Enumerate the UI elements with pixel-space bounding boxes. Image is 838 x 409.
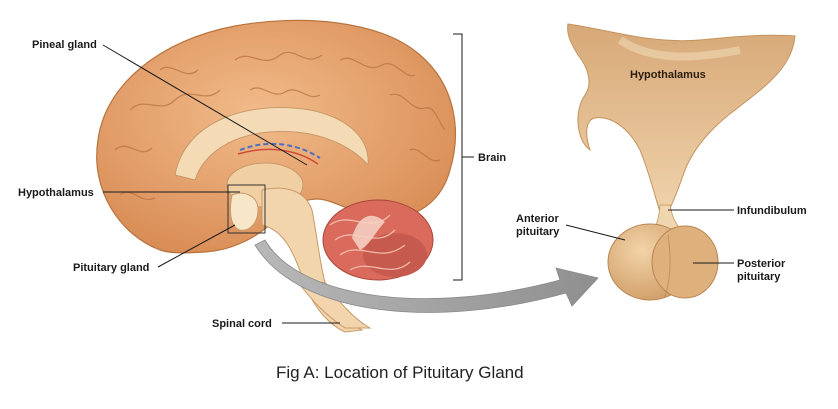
pituitary-gland-leader	[157, 224, 236, 268]
pituitary-highlight-box	[227, 184, 266, 234]
brain-bracket	[453, 33, 474, 281]
anterior-pituitary-leader	[565, 224, 626, 241]
anterior-pituitary-label: Anterior pituitary	[516, 213, 562, 238]
corpus-callosum	[174, 107, 369, 181]
brain-label: Brain	[478, 152, 506, 164]
posterior-pituitary-label: Posterior pituitary	[737, 258, 788, 283]
posterior-lobe	[651, 225, 719, 299]
pineal-gland-label: Pineal gland	[32, 39, 97, 51]
pineal-gland-leader	[102, 44, 308, 166]
cerebellum	[322, 199, 434, 281]
posterior-pituitary-line1: Posterior	[737, 258, 786, 270]
figure-caption: Fig A: Location of Pituitary Gland	[276, 363, 524, 382]
anterior-pituitary-line2: pituitary	[516, 226, 560, 238]
posterior-pituitary-line2: pituitary	[737, 271, 781, 283]
anterior-pituitary-line1: Anterior	[516, 213, 560, 225]
pituitary-gland-label: Pituitary gland	[73, 262, 149, 274]
hypothalamus-detail-label: Hypothalamus	[630, 69, 706, 81]
gyri	[114, 51, 446, 201]
pituitary-region	[229, 192, 259, 231]
infundibulum-label: Infundibulum	[737, 205, 807, 217]
zoom-arrow	[254, 239, 599, 313]
hypothalamus-detail-shape	[567, 23, 796, 213]
spinal-cord-label: Spinal cord	[212, 318, 272, 330]
pituitary-detail	[567, 23, 796, 301]
brain-illustration	[96, 19, 456, 333]
hypothalamus-label: Hypothalamus	[18, 187, 94, 199]
